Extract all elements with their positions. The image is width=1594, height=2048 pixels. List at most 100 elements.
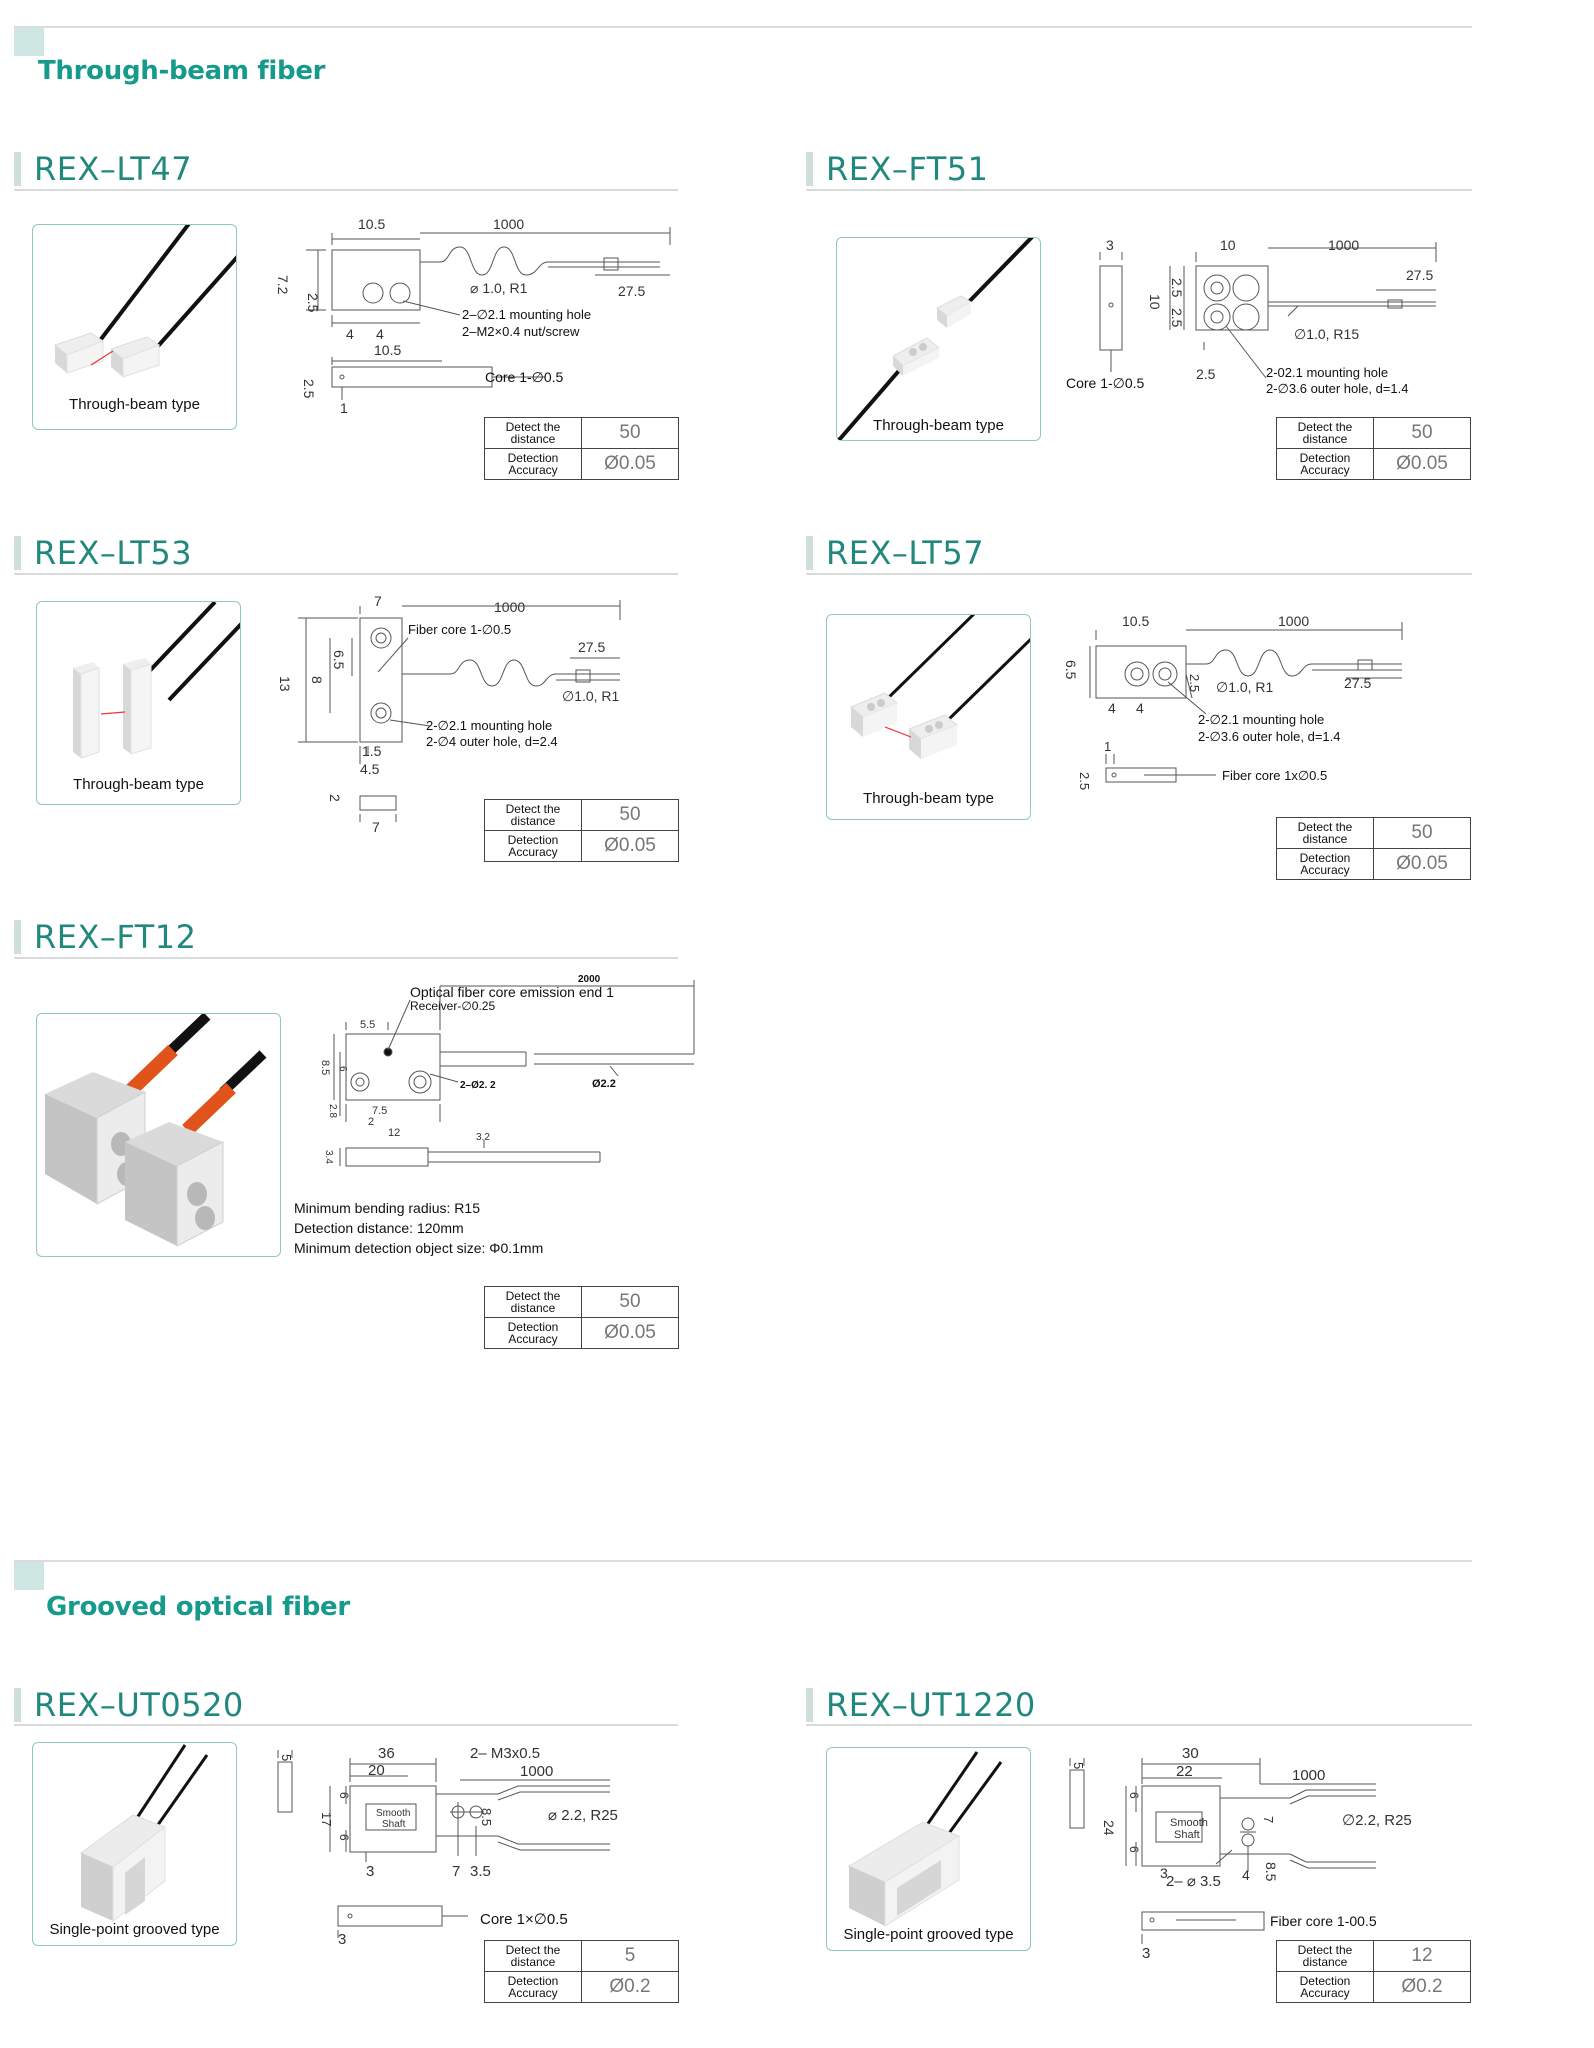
dim-width: 7 — [374, 596, 382, 609]
product-photo: Through-beam type — [36, 601, 241, 805]
dim-cable: 27.5 — [1406, 267, 1433, 283]
product-photo: Single-point grooved type — [32, 1742, 237, 1946]
technical-drawing: 5 36 20 2– M3x0.5 1000 17 6 6 Smooth Sha… — [270, 1736, 670, 1951]
dim-height-2: 6.5 — [331, 650, 347, 670]
title-underline — [14, 573, 678, 575]
dim-length-1: 30 — [1182, 1745, 1199, 1762]
dim-hole: 2– ⌀ 3.5 — [1166, 1873, 1221, 1890]
dim-groove-1: 6 — [1127, 1792, 1141, 1799]
dim-height: 8.5 — [319, 1060, 331, 1075]
title-marker — [14, 920, 21, 954]
title-underline — [806, 189, 1472, 191]
dim-outer-hole: 2-∅3.6 outer hole, d=1.4 — [1266, 381, 1409, 396]
spec-key: Detection Accuracy — [484, 1971, 582, 2003]
dim-groove-2: 6 — [1127, 1846, 1141, 1853]
shaft-label-2: Shaft — [1174, 1829, 1200, 1841]
dim-length-2: 22 — [1176, 1763, 1193, 1780]
technical-drawing: 5 30 22 1000 24 6 6 Smooth Shaft 7 ∅2.2,… — [1066, 1740, 1466, 1975]
dim-side-1: 1 — [1104, 739, 1111, 754]
dim-side-height: 2.5 — [301, 379, 317, 399]
dim-height: 6.5 — [1066, 660, 1079, 680]
dim-length: 1000 — [1278, 613, 1309, 629]
shaft-label-1: Smooth — [376, 1808, 410, 1819]
dim-screw: 2– M3x0.5 — [470, 1745, 540, 1762]
dim-thickness: 3.4 — [323, 1150, 334, 1164]
spec-key: Detect the distance — [484, 1940, 582, 1972]
product-photo: Through-beam type — [836, 237, 1041, 441]
dim-height-2: 6 — [337, 1066, 348, 1072]
spec-value-distance: 5 — [581, 1940, 679, 1972]
spec-value-accuracy: Ø0.05 — [581, 448, 679, 480]
title-underline — [806, 573, 1472, 575]
title-underline — [14, 957, 678, 959]
title-marker — [806, 1688, 813, 1722]
dim-height: 24 — [1101, 1820, 1117, 1836]
product-photo: Through-beam type — [32, 224, 237, 430]
title-underline — [806, 1724, 1472, 1726]
sensor-illustration — [73, 602, 240, 759]
title-marker — [14, 152, 21, 186]
shaft-label-2: Shaft — [382, 1819, 406, 1830]
dim-groove-2: 6 — [337, 1834, 351, 1841]
dim-pitch-2: 4 — [1136, 700, 1144, 716]
spec-key: Detection Accuracy — [1276, 448, 1374, 480]
dim-pitch-1: 7.5 — [372, 1105, 387, 1117]
dim-base-1: 3 — [366, 1863, 374, 1880]
spec-value-distance: 50 — [581, 799, 679, 831]
dim-pitch-1: 4 — [1108, 700, 1116, 716]
title-underline — [14, 189, 678, 191]
spec-value-distance: 12 — [1373, 1940, 1471, 1972]
spec-key: Detect the distance — [484, 1286, 582, 1318]
dim-height: 10 — [1147, 294, 1163, 310]
product-title: REX–FT12 — [34, 918, 197, 956]
dim-receiver: Receiver-∅0.25 — [410, 999, 495, 1013]
technical-drawing: 3 10 1000 27.5 10 2.5 2.5 Core 1-∅0.5 2.… — [1066, 230, 1476, 415]
product-title: REX–LT53 — [34, 534, 193, 572]
note-bending: Minimum bending radius: R15 — [294, 1200, 480, 1216]
title-underline — [14, 1724, 678, 1726]
spec-key: Detection Accuracy — [484, 830, 582, 862]
spec-value-accuracy: Ø0.2 — [1373, 1971, 1471, 2003]
spec-value-accuracy: Ø0.05 — [1373, 448, 1471, 480]
dim-bend: ⌀ 2.2, R25 — [548, 1807, 618, 1824]
product-photo — [36, 1013, 281, 1257]
dim-base-3: 8.5 — [1263, 1862, 1279, 1882]
spec-key: Detect the distance — [1276, 1940, 1374, 1972]
spec-value-distance: 50 — [581, 417, 679, 449]
spec-key: Detect the distance — [484, 417, 582, 449]
dim-width: 10.5 — [1122, 613, 1149, 629]
dim-core: Fiber core 1-∅0.5 — [408, 622, 511, 637]
spec-key: Detection Accuracy — [1276, 1971, 1374, 2003]
dim-bend: ∅1.0, R1 — [1216, 679, 1274, 695]
dim-height-1: 2.5 — [1169, 278, 1185, 298]
spec-value-accuracy: Ø0.05 — [1373, 848, 1471, 880]
photo-caption: Through-beam type — [873, 417, 1004, 434]
section-divider — [14, 1560, 1472, 1562]
dim-side-thickness: 2 — [327, 794, 343, 802]
dim-core: Fiber core 1x∅0.5 — [1222, 768, 1327, 783]
dim-outer-hole: 2-∅3.6 outer hole, d=1.4 — [1198, 729, 1341, 744]
dim-screw: 2–M2×0.4 nut/screw — [462, 324, 580, 339]
dim-cable: Ø2.2 — [592, 1078, 616, 1090]
technical-drawing: 10.5 1000 7.2 2.5 27.5 ⌀ 1.0, R1 2–∅2.1 … — [270, 215, 680, 460]
photo-caption: Single-point grooved type — [49, 1921, 220, 1938]
product-photo: Single-point grooved type — [826, 1747, 1031, 1951]
section-title-grooved: Grooved optical fiber — [46, 1592, 350, 1622]
dim-offset: 5.5 — [360, 1019, 375, 1031]
dim-length-1: 36 — [378, 1745, 395, 1762]
dim-thickness: 3 — [1106, 237, 1114, 253]
dim-bend: ∅1.0, R15 — [1294, 326, 1359, 342]
dim-height-2: 2.5 — [1169, 308, 1185, 328]
spec-key: Detect the distance — [484, 799, 582, 831]
dim-length: 1000 — [1292, 1767, 1325, 1784]
spec-value-accuracy: Ø0.05 — [581, 830, 679, 862]
